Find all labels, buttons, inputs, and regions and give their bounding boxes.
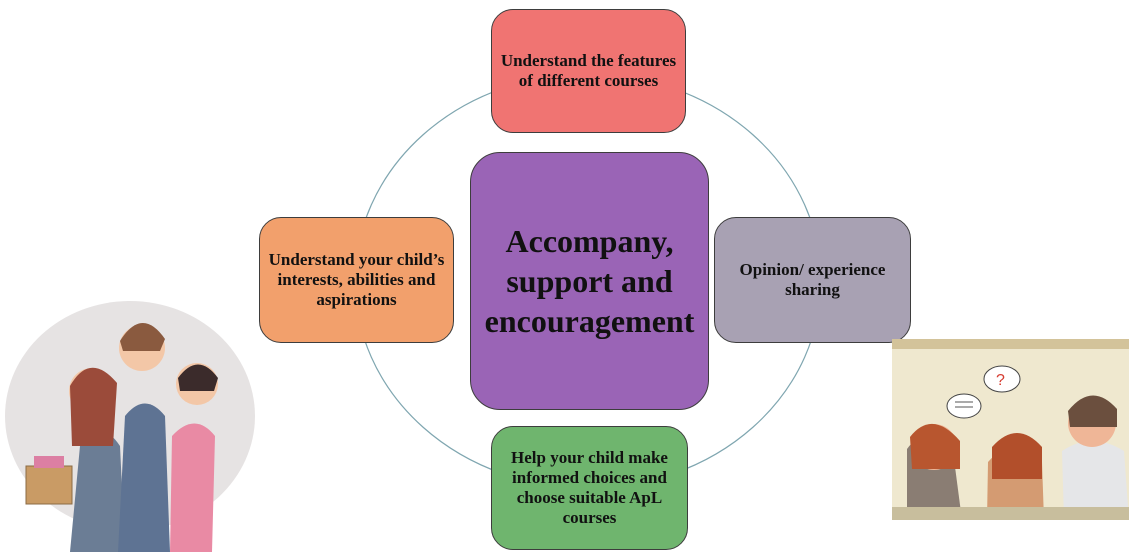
center-node: Accompany, support and encouragement — [470, 152, 709, 410]
node-understand-child: Understand your child’s interests, abili… — [259, 217, 454, 343]
node-top-label: Understand the features of different cou… — [500, 51, 677, 90]
center-label: Accompany, support and encouragement — [484, 223, 695, 339]
node-bottom-label: Help your child make informed choices an… — [511, 448, 668, 527]
svg-text:?: ? — [996, 372, 1005, 389]
node-understand-courses: Understand the features of different cou… — [491, 9, 686, 133]
node-right-label: Opinion/ experience sharing — [739, 260, 886, 299]
node-left-label: Understand your child’s interests, abili… — [268, 250, 445, 309]
family-illustration — [5, 301, 255, 552]
parents-talking-illustration: ? — [892, 339, 1129, 520]
node-informed-choices: Help your child make informed choices an… — [491, 426, 688, 550]
node-opinion-sharing: Opinion/ experience sharing — [714, 217, 911, 343]
